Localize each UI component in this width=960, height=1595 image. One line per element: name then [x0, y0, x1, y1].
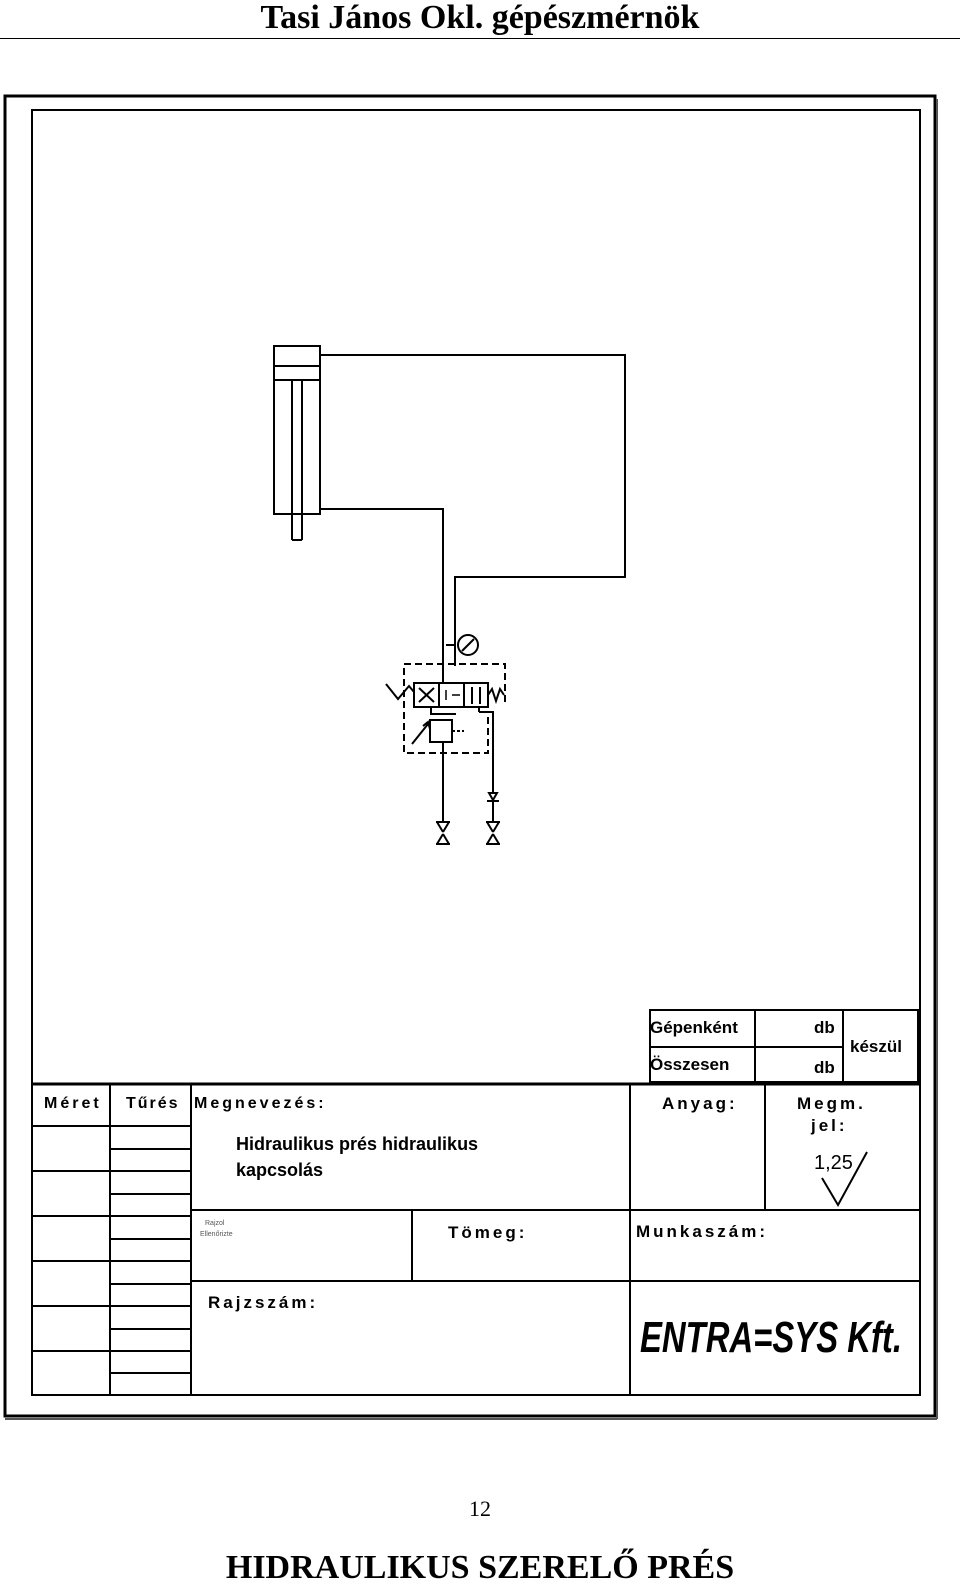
- small-note-1: Rajzol: [205, 1220, 225, 1227]
- title-block: [32, 1009, 920, 1395]
- pressure-line-cap-end: [320, 354, 626, 666]
- quick-coupling-pressure-symbol: [436, 821, 450, 845]
- sheet-inner-frame: [31, 109, 921, 1396]
- check-valve-symbol: [487, 792, 499, 822]
- surface-finish-symbol: [821, 1151, 868, 1208]
- unit-label-1: db: [814, 1018, 835, 1037]
- drawing-number-label: Rajzszám:: [208, 1293, 318, 1312]
- page-header-title: Tasi János Okl. gépészmérnök: [260, 0, 700, 36]
- pressure-relief-valve-symbol: [411, 719, 464, 822]
- material-label: Anyag:: [662, 1094, 738, 1113]
- sheet-outer-frame: [3, 94, 937, 1418]
- relief-valve-boundary: [403, 712, 489, 754]
- per-machine-label: Gépenként: [650, 1018, 738, 1037]
- hydraulic-cylinder-symbol: [273, 345, 321, 541]
- tolerance-label: Tűrés: [126, 1095, 180, 1112]
- hydraulic-schematic: [273, 345, 626, 845]
- job-number-label: Munkaszám:: [636, 1222, 768, 1241]
- drawing-name-line-2: kapcsolás: [236, 1160, 323, 1180]
- small-note-2: Ellenőrizte: [200, 1231, 233, 1238]
- valve-assembly-boundary: [403, 663, 506, 708]
- finish-label-2: jel:: [810, 1116, 848, 1135]
- pressure-line-rod-end: [320, 508, 444, 683]
- return-line: [479, 711, 494, 792]
- page-footer-title: HIDRAULIKUS SZERELŐ PRÉS: [225, 1549, 735, 1586]
- page-number: 12: [469, 1496, 491, 1521]
- size-label: Méret: [44, 1095, 102, 1112]
- unit-label-2: db: [814, 1058, 835, 1077]
- total-label: Összesen: [650, 1055, 729, 1074]
- company-logo: ENTRA=SYS Kft.: [640, 1313, 902, 1362]
- header-rule: [0, 38, 960, 39]
- finish-label-1: Megm.: [797, 1094, 866, 1113]
- made-label: készül: [850, 1037, 902, 1056]
- quick-coupling-return-symbol: [486, 821, 500, 845]
- name-label: Megnevezés:: [194, 1095, 327, 1112]
- mass-label: Tömeg:: [448, 1223, 527, 1242]
- surface-finish-value: 1,25: [814, 1152, 853, 1174]
- directional-valve-symbol: [385, 682, 505, 715]
- drawing-name-line-1: Hidraulikus prés hidraulikus: [236, 1134, 478, 1154]
- pressure-gauge-symbol: [446, 634, 479, 660]
